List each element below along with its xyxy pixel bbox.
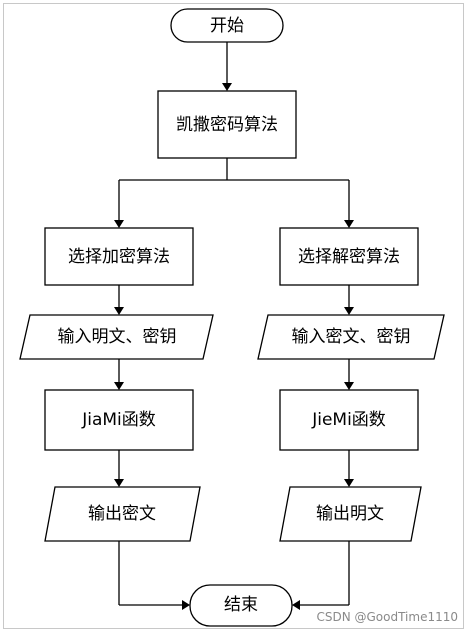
node-start: 开始 — [170, 8, 284, 43]
edge-input-to-jiami — [114, 359, 124, 390]
csdn-watermark: CSDN @GoodTime1110 — [316, 610, 458, 624]
edge-decrypt-to-input — [344, 285, 354, 315]
edge-split-to-encrypt — [114, 180, 124, 228]
node-choose-decrypt: 选择解密算法 — [279, 227, 419, 286]
edge-input-to-jiemi — [344, 359, 354, 390]
node-output-cipher: 输出密文 — [44, 486, 201, 542]
node-output-plain: 输出明文 — [279, 486, 422, 542]
node-end: 结束 — [189, 584, 293, 627]
node-choose-encrypt: 选择加密算法 — [44, 227, 194, 286]
node-jiemi-label: JieMi函数 — [311, 410, 386, 430]
edge-caesar-split — [119, 158, 349, 181]
node-caesar-label: 凯撒密码算法 — [176, 115, 278, 135]
node-output-cipher-label: 输出密文 — [88, 504, 156, 524]
node-jiami: JiaMi函数 — [44, 389, 194, 451]
node-input-cipher: 输入密文、密钥 — [257, 314, 445, 360]
node-choose-decrypt-label: 选择解密算法 — [298, 247, 400, 267]
edge-jiami-to-output — [114, 450, 124, 487]
figure-border — [3, 3, 464, 629]
node-jiemi: JieMi函数 — [279, 389, 419, 451]
edge-jiemi-to-output — [344, 450, 354, 487]
node-caesar: 凯撒密码算法 — [157, 90, 297, 159]
node-input-cipher-label: 输入密文、密钥 — [292, 327, 411, 347]
edge-split-to-decrypt — [344, 180, 354, 228]
node-start-label: 开始 — [210, 16, 244, 36]
node-end-label: 结束 — [224, 595, 258, 615]
edge-encrypt-to-input — [114, 285, 124, 315]
node-jiami-label: JiaMi函数 — [81, 410, 156, 430]
edge-output-cipher-to-end — [118, 541, 190, 610]
node-input-plain: 输入明文、密钥 — [19, 314, 214, 360]
edge-start-to-caesar — [222, 42, 232, 91]
node-input-plain-label: 输入明文、密钥 — [58, 327, 177, 347]
edge-output-plain-to-end — [292, 541, 350, 610]
node-output-plain-label: 输出明文 — [316, 504, 384, 524]
node-choose-encrypt-label: 选择加密算法 — [68, 247, 170, 267]
